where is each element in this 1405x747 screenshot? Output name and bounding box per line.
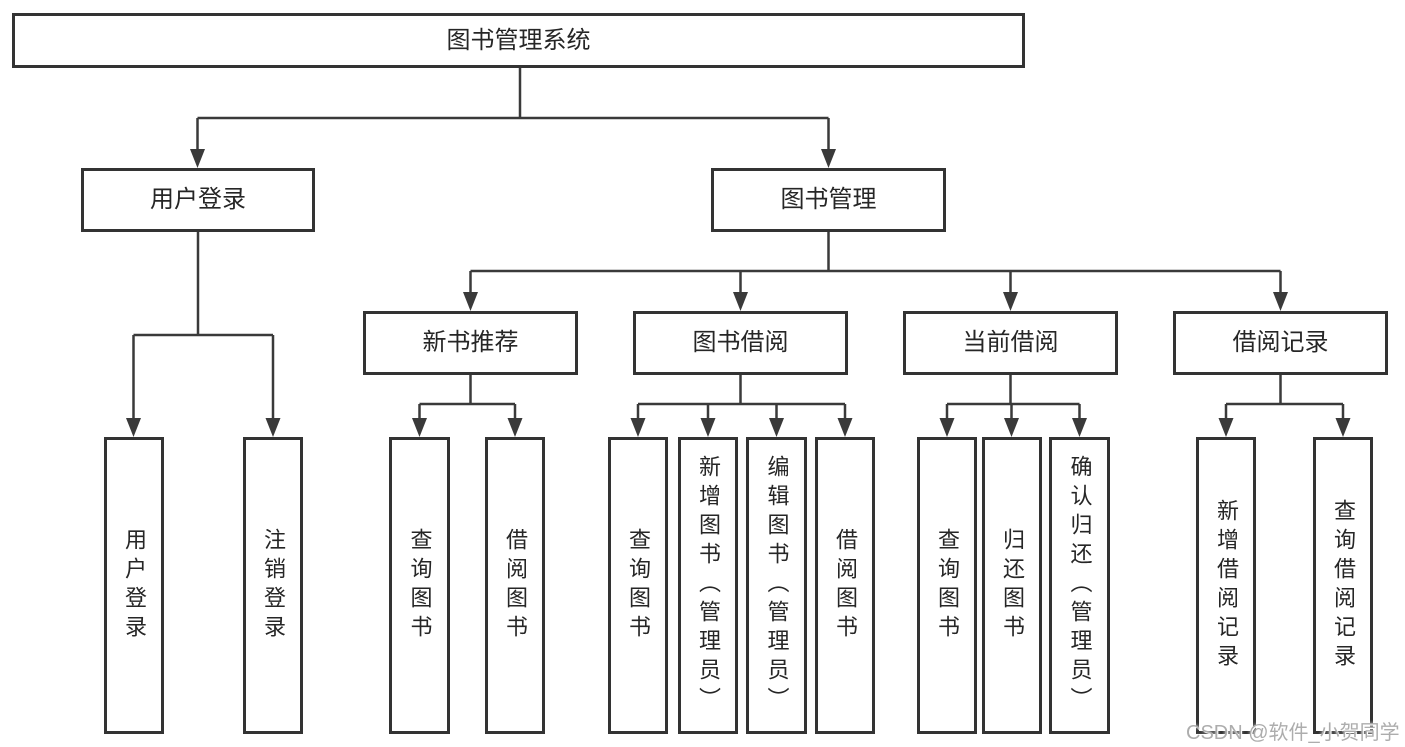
node-label: 图书借阅 (692, 329, 789, 356)
leaf-recommend-borrow-books: 借阅图书 (485, 437, 545, 734)
leaf-current-confirm-return-admin: 确认归还（管理员） (1049, 437, 1110, 734)
node-label: 新书推荐 (422, 329, 519, 356)
node-label: 借阅记录 (1232, 329, 1329, 356)
leaf-label: 确认归还（管理员） (1067, 455, 1093, 716)
leaf-records-add-record: 新增借阅记录 (1196, 437, 1256, 734)
leaf-recommend-query-books: 查询图书 (389, 437, 450, 734)
leaf-label: 查询图书 (407, 527, 433, 644)
leaf-label: 借阅图书 (503, 527, 528, 644)
leaf-borrow-add-book-admin: 新增图书（管理员） (678, 437, 738, 734)
leaf-current-query-books: 查询图书 (917, 437, 977, 734)
node-label: 用户登录 (150, 186, 246, 213)
leaf-label: 归还图书 (1000, 527, 1025, 644)
leaf-borrow-borrow-books: 借阅图书 (815, 437, 875, 734)
node-library-management-system: 图书管理系统 (12, 13, 1025, 68)
node-book-management: 图书管理 (711, 168, 946, 232)
leaf-label: 查询借阅记录 (1331, 498, 1356, 673)
leaf-logout: 注销登录 (243, 437, 303, 734)
leaf-label: 查询图书 (626, 527, 651, 644)
leaf-borrow-query-books: 查询图书 (608, 437, 668, 734)
leaf-user-login: 用户登录 (104, 437, 164, 734)
leaf-label: 用户登录 (122, 527, 147, 644)
node-label: 当前借阅 (962, 329, 1059, 356)
leaf-label: 借阅图书 (833, 527, 858, 644)
leaf-label: 编辑图书（管理员） (764, 455, 790, 716)
leaf-label: 注销登录 (261, 527, 286, 644)
node-label: 图书管理 (780, 186, 877, 213)
node-user-login: 用户登录 (81, 168, 315, 232)
leaf-label: 查询图书 (935, 527, 960, 644)
node-new-book-recommendation: 新书推荐 (363, 311, 578, 375)
leaf-current-return-books: 归还图书 (982, 437, 1042, 734)
node-label: 图书管理系统 (446, 26, 591, 54)
node-book-borrowing: 图书借阅 (633, 311, 848, 375)
node-borrowing-records: 借阅记录 (1173, 311, 1388, 375)
csdn-watermark: CSDN @软件_小贺同学 (1186, 722, 1400, 744)
leaf-borrow-edit-book-admin: 编辑图书（管理员） (746, 437, 807, 734)
node-current-borrowing: 当前借阅 (903, 311, 1118, 375)
leaf-records-query-record: 查询借阅记录 (1313, 437, 1373, 734)
leaf-label: 新增图书（管理员） (696, 455, 721, 716)
leaf-label: 新增借阅记录 (1214, 498, 1239, 673)
